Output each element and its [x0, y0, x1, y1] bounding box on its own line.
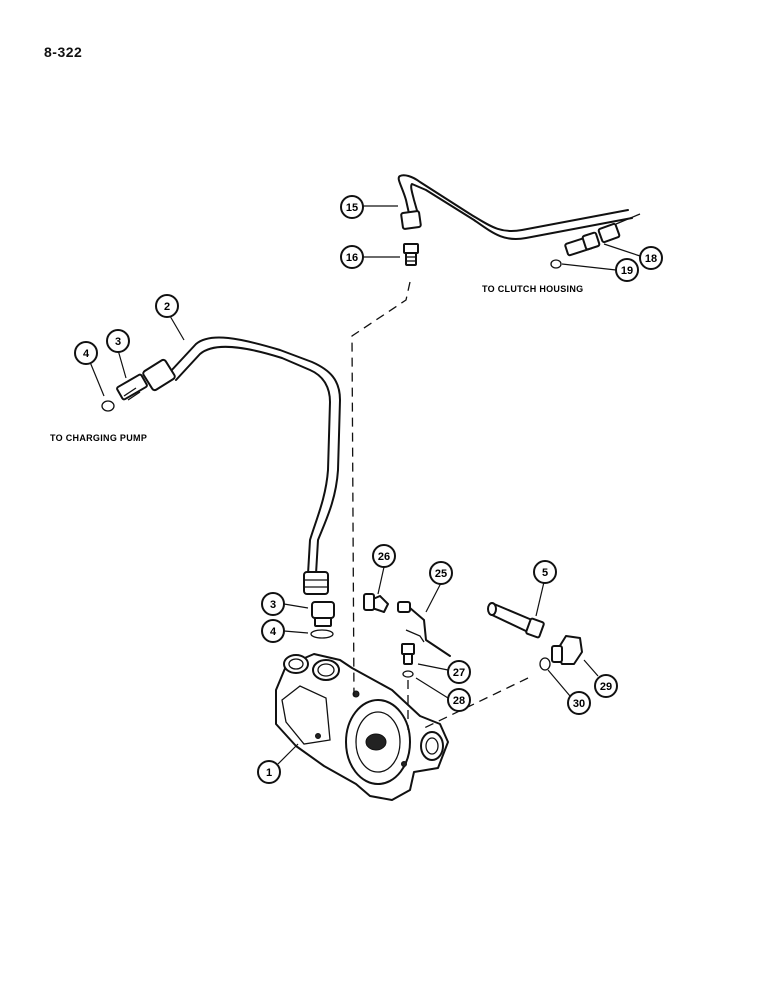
page-number: 8-322: [44, 44, 83, 60]
tube-5: [487, 602, 545, 639]
callout-3-lower: [261, 592, 285, 616]
callout-25: [429, 561, 453, 585]
callout-18-label: 18: [645, 253, 657, 265]
upper-tube-15: [397, 174, 641, 244]
fitting-3-lower: [311, 601, 335, 627]
fitting-27: [401, 643, 415, 665]
callout-25-label: 25: [435, 568, 447, 580]
callout-16-label: 16: [346, 252, 358, 264]
callout-28: [447, 688, 471, 712]
port-side: [420, 731, 444, 761]
callout-19: [615, 258, 639, 282]
note-to-clutch-housing: TO CLUTCH HOUSING: [482, 284, 583, 294]
tube-nut-clutch-end: [597, 222, 621, 244]
fitting-16: [403, 243, 419, 266]
callout-4-upper: [74, 341, 98, 365]
callout-18: [639, 246, 663, 270]
callout-27: [447, 660, 471, 684]
callout-5-label: 5: [542, 567, 548, 579]
callout-2-label: 2: [164, 301, 170, 313]
callout-28-label: 28: [453, 695, 465, 707]
fitting-3-upper: [116, 373, 148, 401]
callout-1-label: 1: [266, 767, 272, 779]
o-ring-28: [402, 670, 414, 678]
assembly-line-29: [419, 677, 529, 731]
elbow-29: [551, 635, 583, 665]
callout-19-label: 19: [621, 265, 633, 277]
callout-5: [533, 560, 557, 584]
callout-3-upper: [106, 329, 130, 353]
callout-29-label: 29: [600, 681, 612, 693]
callout-15-label: 15: [346, 202, 358, 214]
callout-27-label: 27: [453, 667, 465, 679]
assembly-line-16: [351, 281, 411, 703]
tube-nut-2-bottom: [303, 571, 329, 595]
callout-30: [567, 691, 591, 715]
callout-3-upper-label: 3: [115, 336, 121, 348]
fitting-18: [564, 231, 601, 257]
elbow-26: [363, 593, 389, 613]
callout-26: [372, 544, 396, 568]
callout-26-label: 26: [378, 551, 390, 563]
o-ring-4-lower: [310, 629, 334, 639]
callout-4-lower-label: 4: [270, 626, 277, 638]
o-ring-4-upper: [101, 400, 115, 412]
o-ring-30: [539, 657, 551, 671]
callout-4-lower: [261, 619, 285, 643]
callout-29: [594, 674, 618, 698]
callout-30-label: 30: [573, 698, 585, 710]
housing-1: [275, 653, 449, 801]
port-top-center: [312, 659, 340, 681]
callout-15: [340, 195, 364, 219]
tube-nut-2-top: [142, 358, 176, 392]
callout-3-lower-label: 3: [270, 599, 276, 611]
tube-nut-15: [400, 210, 422, 230]
line-25: [397, 601, 451, 657]
callout-4-upper-label: 4: [83, 348, 90, 360]
o-ring-19: [550, 259, 562, 269]
callout-2: [155, 294, 179, 318]
callout-16: [340, 245, 364, 269]
callout-1: [257, 760, 281, 784]
note-to-charging-pump: TO CHARGING PUMP: [50, 433, 147, 443]
port-top-left: [283, 654, 309, 674]
tube-2: [142, 336, 341, 595]
